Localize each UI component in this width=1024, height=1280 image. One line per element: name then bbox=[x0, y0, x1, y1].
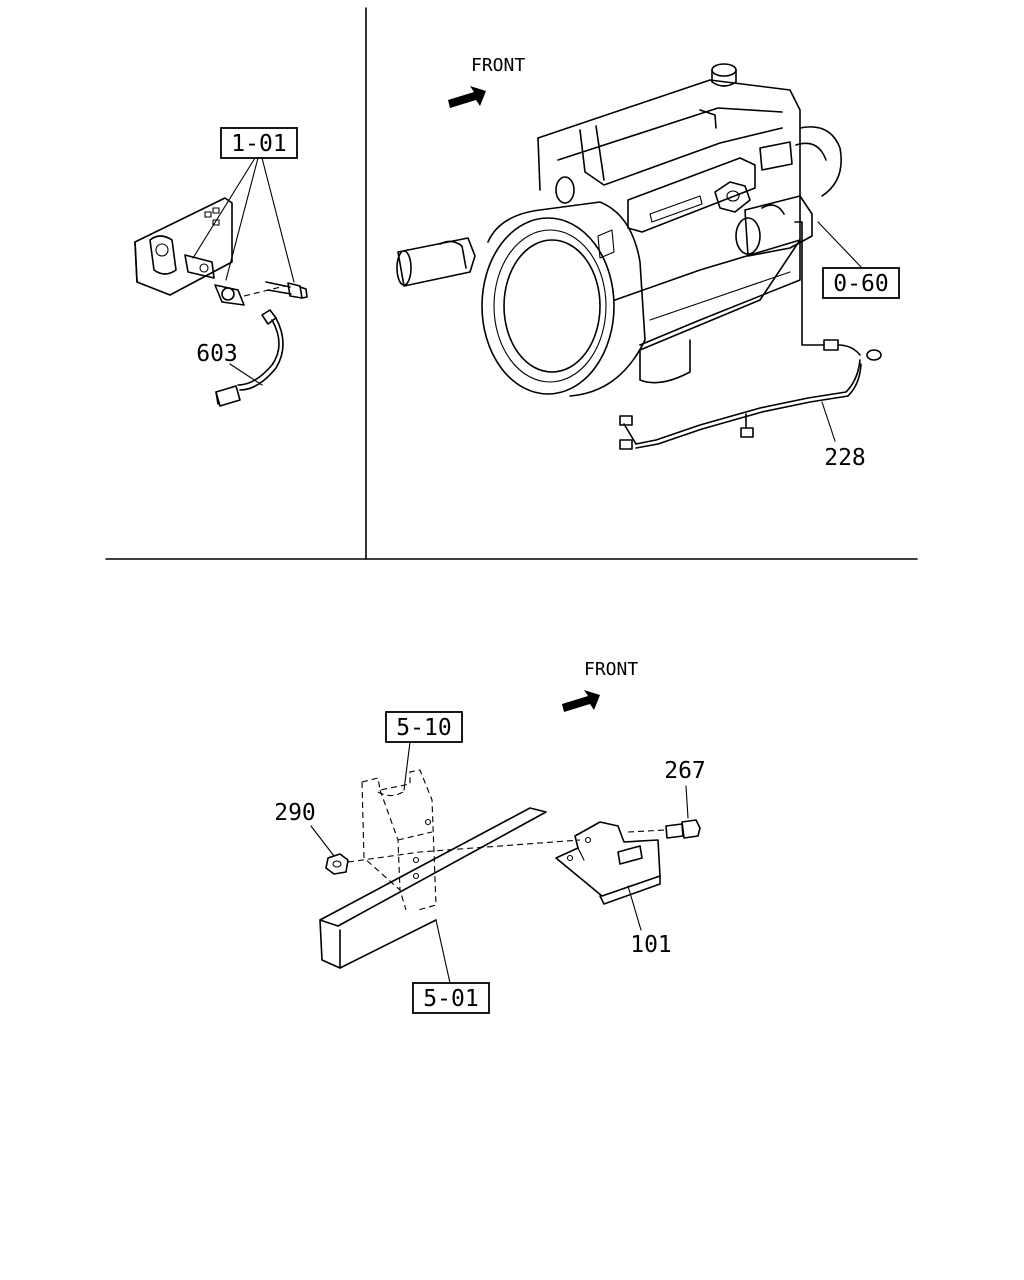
leader-line bbox=[685, 785, 689, 819]
ref-box-5-10[interactable]: 5-10 bbox=[385, 711, 463, 743]
leader-line bbox=[310, 825, 335, 857]
front-arrow-icon bbox=[562, 690, 600, 712]
part-label-101[interactable]: 101 bbox=[630, 932, 672, 958]
bolt-267 bbox=[627, 819, 701, 839]
panel-top-left: 1-01 bbox=[134, 127, 308, 407]
leader-line bbox=[229, 363, 263, 386]
panel-top-right: FRONT bbox=[396, 55, 900, 471]
part-label-267[interactable]: 267 bbox=[664, 758, 706, 784]
knock-sensor bbox=[214, 284, 286, 306]
ref-box-0-60[interactable]: 0-60 bbox=[822, 267, 900, 299]
leader-line bbox=[627, 885, 642, 931]
front-label: FRONT bbox=[471, 55, 525, 76]
bracket-101 bbox=[555, 821, 661, 905]
part-label-228[interactable]: 228 bbox=[824, 445, 866, 471]
front-arrow-icon bbox=[448, 86, 486, 108]
part-label-603[interactable]: 603 bbox=[196, 341, 238, 367]
leader-line bbox=[403, 741, 411, 791]
part-label-290[interactable]: 290 bbox=[274, 800, 316, 826]
panel-bottom: FRONT 5-10 bbox=[274, 659, 706, 1014]
leader-line bbox=[225, 157, 259, 281]
leader-line bbox=[817, 221, 863, 269]
engine-assembly bbox=[396, 63, 842, 397]
sensor-wire-603 bbox=[215, 309, 284, 407]
frame-bracket bbox=[361, 769, 437, 911]
ref-box-1-01[interactable]: 1-01 bbox=[220, 127, 298, 159]
leader-line bbox=[821, 401, 836, 442]
ref-box-5-01-label: 5-01 bbox=[423, 986, 478, 1012]
ref-box-5-10-label: 5-10 bbox=[396, 715, 451, 741]
bolt bbox=[265, 281, 308, 299]
front-label: FRONT bbox=[584, 659, 638, 680]
nut-290 bbox=[325, 839, 581, 875]
leader-line bbox=[261, 157, 295, 283]
ref-box-5-01[interactable]: 5-01 bbox=[412, 982, 490, 1014]
wire-harness-228 bbox=[619, 221, 882, 450]
mounting-bracket bbox=[134, 197, 233, 296]
leader-line bbox=[435, 919, 451, 984]
frame-rail bbox=[319, 807, 547, 969]
ref-box-0-60-label: 0-60 bbox=[833, 271, 888, 297]
leader-line bbox=[192, 157, 256, 259]
ref-box-1-01-label: 1-01 bbox=[231, 131, 286, 157]
